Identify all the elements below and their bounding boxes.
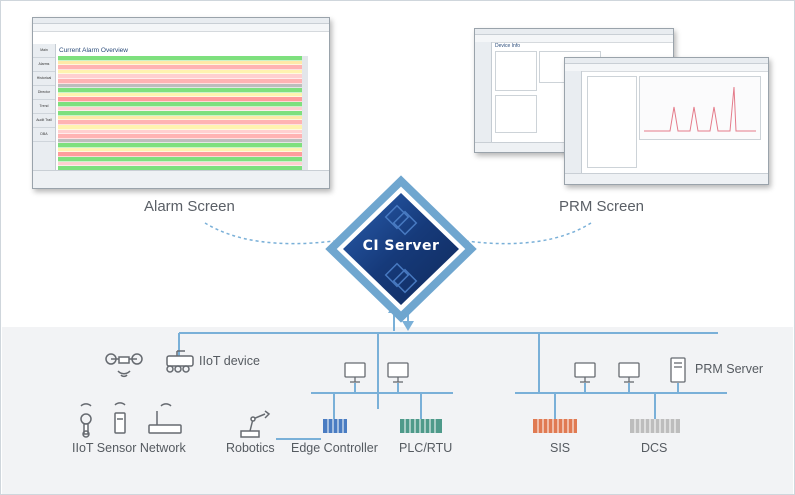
alarm-sidebar-item: Main [33, 44, 55, 58]
sis-label: SIS [550, 441, 571, 455]
alarm-row [58, 69, 302, 75]
rover-icon [166, 350, 194, 373]
alarm-sidebar-item: Alarms [33, 58, 55, 72]
dcs-icon [630, 419, 680, 433]
prm-screen-front [564, 57, 769, 185]
alarm-row [58, 152, 302, 158]
alarm-screen-label: Alarm Screen [144, 198, 235, 215]
alarm-row [58, 56, 302, 61]
prm-server-label: PRM Server [695, 362, 764, 376]
ci-server-hub [325, 175, 477, 323]
alarm-sidebar-item: Historical [33, 72, 55, 86]
alarm-row [58, 115, 302, 121]
alarm-row [58, 111, 302, 116]
ci-server-label: CI Server [362, 238, 440, 254]
alarm-row [58, 143, 302, 148]
dcs-label: DCS [641, 441, 668, 455]
alarm-sidebar-item: Trend [33, 100, 55, 114]
drone-icon [105, 353, 143, 378]
alarm-row [58, 101, 302, 107]
alarm-row [58, 129, 302, 135]
robot-arm-icon [240, 410, 271, 438]
robotics-label: Robotics [226, 441, 275, 455]
plc-rtu-icon [400, 419, 442, 433]
alarm-row [58, 138, 302, 144]
alarm-row [58, 74, 302, 79]
alarm-row [58, 78, 302, 84]
alarm-row [58, 120, 302, 125]
plc-rtu-label: PLC/RTU [399, 441, 453, 455]
alarm-sidebar-item: DBA [33, 128, 55, 142]
alarm-row [58, 88, 302, 93]
alarm-row [58, 147, 302, 153]
alarm-row [58, 83, 302, 89]
prm-window-title: Device Info [495, 43, 521, 49]
alarm-row [58, 157, 302, 162]
alarm-row [58, 60, 302, 66]
iiot-sensor-network-label: IIoT Sensor Network [72, 441, 186, 455]
alarm-sidebar-item: Audit Trail [33, 114, 55, 128]
iiot-device-label: IIoT device [199, 354, 260, 368]
sis-icon [533, 419, 577, 433]
prm-screen-label: PRM Screen [559, 198, 645, 215]
alarm-row [58, 65, 302, 70]
server-icon [670, 357, 686, 383]
alarm-row [58, 161, 302, 167]
alarm-row [58, 106, 302, 112]
edge-controller-label: Edge Controller [291, 441, 378, 455]
alarm-row [58, 92, 302, 98]
alarm-sidebar-item: Director [33, 86, 55, 100]
alarm-window-title: Current Alarm Overview [59, 47, 128, 54]
alarm-row [58, 124, 302, 130]
alarm-row [58, 97, 302, 102]
edge-controller-icon [323, 419, 347, 433]
monitor-icons [344, 362, 640, 383]
alarm-row [58, 134, 302, 139]
sensor-icons [80, 402, 182, 438]
